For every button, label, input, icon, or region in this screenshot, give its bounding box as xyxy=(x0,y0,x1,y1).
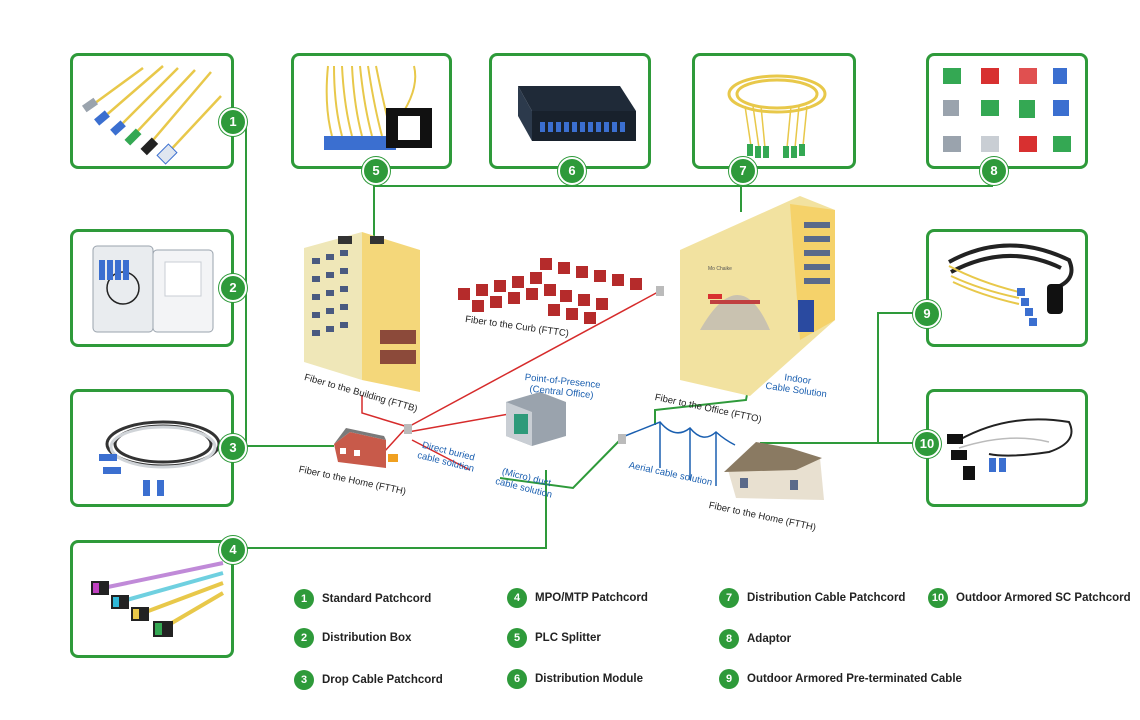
product-box-9 xyxy=(926,229,1088,347)
drop-cable-icon xyxy=(99,420,221,496)
legend-item-4: 4 MPO/MTP Patchcord xyxy=(507,588,648,608)
badge-1: 1 xyxy=(219,108,247,136)
legend-label-6: Distribution Module xyxy=(535,673,643,685)
legend-label-9: Outdoor Armored Pre-terminated Cable xyxy=(747,673,962,685)
legend-label-10: Outdoor Armored SC Patchcord xyxy=(956,592,1131,604)
legend-num-4: 4 xyxy=(507,588,527,608)
legend-item-1: 1 Standard Patchcord xyxy=(294,589,431,609)
product-box-8 xyxy=(926,53,1088,169)
legend-label-5: PLC Splitter xyxy=(535,632,601,644)
legend-num-1: 1 xyxy=(294,589,314,609)
product-box-2 xyxy=(70,229,234,347)
product-box-7 xyxy=(692,53,856,169)
legend-num-6: 6 xyxy=(507,669,527,689)
legend-item-9: 9 Outdoor Armored Pre-terminated Cable xyxy=(719,669,962,689)
legend-num-7: 7 xyxy=(719,588,739,608)
adaptor-icon xyxy=(943,68,1071,152)
legend-item-7: 7 Distribution Cable Patchcord xyxy=(719,588,905,608)
plc-splitter-icon xyxy=(324,65,432,150)
legend-label-7: Distribution Cable Patchcord xyxy=(747,592,906,604)
product-box-5 xyxy=(291,53,452,169)
legend-num-10: 10 xyxy=(928,588,948,608)
legend-num-9: 9 xyxy=(719,669,739,689)
product-box-1 xyxy=(70,53,234,169)
legend-item-3: 3 Drop Cable Patchcord xyxy=(294,670,443,690)
product-box-3 xyxy=(70,389,234,507)
badge-10: 10 xyxy=(913,430,941,458)
patchcord-icon xyxy=(81,65,222,165)
legend-label-2: Distribution Box xyxy=(322,632,412,644)
legend-num-3: 3 xyxy=(294,670,314,690)
legend-num-5: 5 xyxy=(507,628,527,648)
distribution-box-icon xyxy=(92,245,214,333)
legend-item-2: 2 Distribution Box xyxy=(294,628,411,648)
badge-9: 9 xyxy=(913,300,941,328)
armored-patchcord-icon xyxy=(947,418,1073,480)
legend-num-2: 2 xyxy=(294,628,314,648)
product-box-6 xyxy=(489,53,651,169)
distribution-module-icon xyxy=(518,86,636,141)
badge-5: 5 xyxy=(362,157,390,185)
legend-item-5: 5 PLC Splitter xyxy=(507,628,601,648)
legend-label-1: Standard Patchcord xyxy=(322,593,432,605)
legend-item-6: 6 Distribution Module xyxy=(507,669,643,689)
pre-terminated-cable-icon xyxy=(948,243,1074,326)
legend-item-10: 10 Outdoor Armored SC Patchcord xyxy=(928,588,1131,608)
badge-6: 6 xyxy=(558,157,586,185)
badge-7: 7 xyxy=(729,157,757,185)
legend-label-3: Drop Cable Patchcord xyxy=(322,674,443,686)
office-sign: Mo Chaike xyxy=(708,266,732,272)
legend-label-8: Adaptor xyxy=(747,633,792,645)
product-box-10 xyxy=(926,389,1088,507)
legend-item-8: 8 Adaptor xyxy=(719,629,791,649)
badge-4: 4 xyxy=(219,536,247,564)
mpo-patchcord-icon xyxy=(91,561,225,637)
distribution-cable-icon xyxy=(727,74,827,158)
badge-3: 3 xyxy=(219,434,247,462)
legend-num-8: 8 xyxy=(719,629,739,649)
legend-label-4: MPO/MTP Patchcord xyxy=(535,592,648,604)
product-box-4 xyxy=(70,540,234,658)
badge-8: 8 xyxy=(980,157,1008,185)
badge-2: 2 xyxy=(219,274,247,302)
